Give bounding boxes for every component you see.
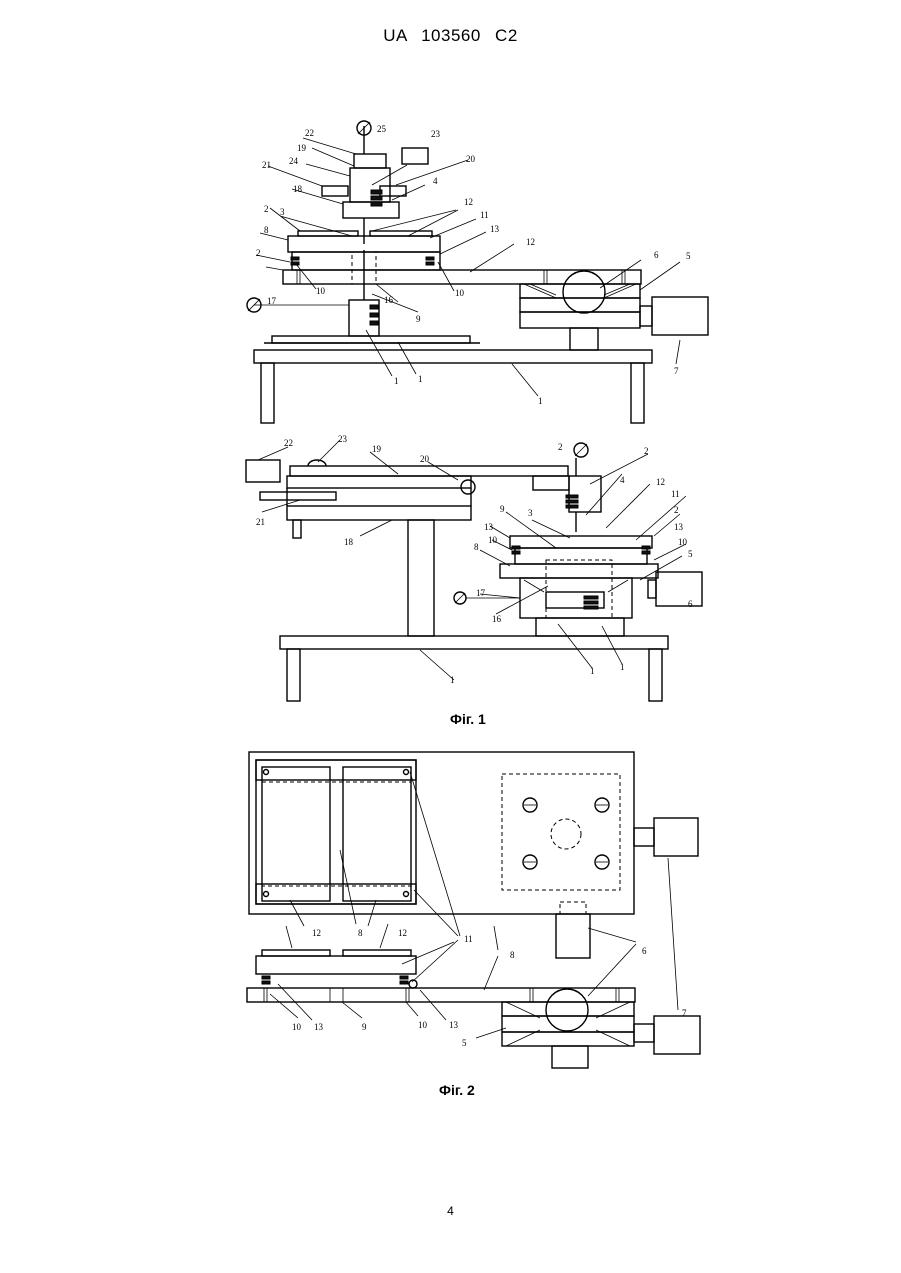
part-number-label: 5 (462, 1038, 467, 1048)
part-number-label: 12 (398, 928, 407, 938)
part-number-label: 12 (312, 928, 321, 938)
part-number-label: 18 (293, 184, 303, 194)
part-number-label: 2 (264, 204, 269, 214)
page-number: 4 (0, 1204, 901, 1218)
part-number-label: 12 (526, 237, 535, 247)
part-number-label: 6 (654, 250, 659, 260)
part-number-label: 23 (431, 129, 441, 139)
part-number-label: 13 (449, 1020, 459, 1030)
part-number-label: 5 (686, 251, 691, 261)
part-number-label: 22 (305, 128, 314, 138)
part-number-label: 2 (674, 505, 679, 515)
part-number-label: 8 (474, 542, 479, 552)
part-number-label: 16 (492, 614, 502, 624)
part-number-label: 10 (292, 1022, 302, 1032)
part-number-label: 10 (418, 1020, 428, 1030)
part-number-label: 9 (416, 314, 421, 324)
part-number-label: 8 (510, 950, 515, 960)
part-number-label: 11 (671, 489, 680, 499)
part-number-label: 9 (500, 504, 505, 514)
part-number-label: 22 (284, 438, 293, 448)
part-number-label: 10 (488, 535, 498, 545)
part-number-label: 19 (297, 143, 307, 153)
figure-2-caption: Фіг. 2 (439, 1082, 475, 1098)
part-number-label: 11 (464, 934, 473, 944)
part-number-label: 13 (674, 522, 684, 532)
part-number-label: 10 (316, 286, 326, 296)
part-number-label: 20 (466, 154, 476, 164)
part-number-label: 1 (538, 396, 543, 406)
part-number-label: 7 (674, 366, 679, 376)
part-number-label: 17 (476, 588, 486, 598)
part-number-label: 5 (688, 549, 693, 559)
fig1-lower-drawing: 22 23 19 20 2 2 4 12 11 21 18 9 3 2 13 1… (246, 434, 702, 701)
part-number-label: 13 (490, 224, 500, 234)
part-number-label: 23 (338, 434, 348, 444)
part-number-label: 10 (455, 288, 465, 298)
part-number-label: 6 (642, 946, 647, 956)
part-number-label: 12 (464, 197, 473, 207)
part-number-label: 1 (450, 675, 455, 685)
part-number-label: 20 (420, 454, 430, 464)
part-number-label: 10 (678, 537, 688, 547)
fig2-drawing: 12 8 12 11 8 6 7 10 13 9 10 13 5 (247, 752, 700, 1068)
part-number-label: 1 (620, 662, 625, 672)
figure-1-caption: Фіг. 1 (450, 711, 486, 727)
part-number-label: 1 (590, 666, 595, 676)
part-number-label: 3 (528, 508, 533, 518)
part-number-label: 21 (262, 160, 271, 170)
part-number-label: 2 (256, 248, 261, 258)
part-number-label: 1 (394, 376, 399, 386)
part-number-label: 2 (644, 446, 649, 456)
part-number-label: 9 (362, 1022, 367, 1032)
part-number-label: 21 (256, 517, 265, 527)
part-number-label: 4 (620, 475, 625, 485)
part-number-label: 13 (484, 522, 494, 532)
part-number-label: 13 (314, 1022, 324, 1032)
part-number-label: 18 (344, 537, 354, 547)
part-number-label: 8 (358, 928, 363, 938)
part-number-label: 7 (682, 1008, 687, 1018)
part-number-label: 16 (384, 295, 394, 305)
part-number-label: 24 (289, 156, 299, 166)
part-number-label: 17 (267, 296, 277, 306)
part-number-label: 2 (558, 442, 563, 452)
part-number-label: 11 (480, 210, 489, 220)
fig1-upper-drawing: 25 22 23 19 24 20 21 4 18 12 2 3 11 13 8… (247, 121, 708, 423)
part-number-label: 1 (418, 374, 423, 384)
part-number-label: 19 (372, 444, 382, 454)
part-number-label: 8 (264, 225, 269, 235)
part-number-label: 25 (377, 124, 387, 134)
part-number-label: 6 (688, 599, 693, 609)
part-number-label: 3 (280, 207, 285, 217)
part-number-label: 4 (433, 176, 438, 186)
part-number-label: 12 (656, 477, 665, 487)
